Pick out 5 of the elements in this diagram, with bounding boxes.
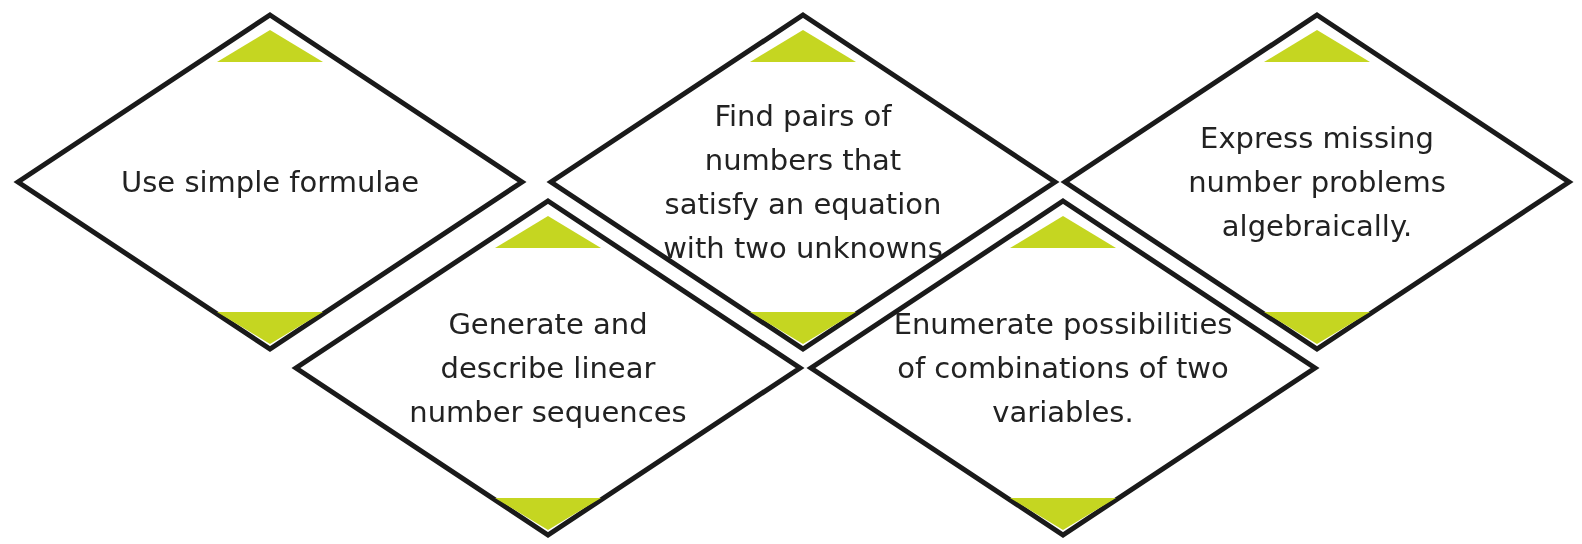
node-text: Find pairs of numbers that satisfy an equation with two unknowns — [662, 98, 944, 267]
node-text: Enumerate possibilities of combinations of two variables. — [892, 306, 1234, 431]
node-text: Use simple formulae — [120, 164, 420, 201]
node-text: Express missing number problems algebraically. — [1187, 120, 1447, 245]
node-text: Generate and describe linear number sequences — [408, 306, 688, 431]
